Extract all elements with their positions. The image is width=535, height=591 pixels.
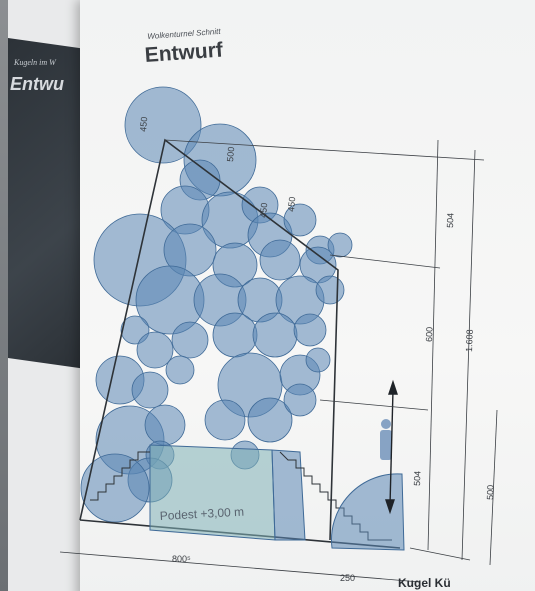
sphere-cluster: [80, 86, 353, 523]
sphere: [171, 321, 209, 359]
sphere: [315, 275, 345, 305]
sphere: [305, 347, 331, 373]
stair-steps-left: [90, 451, 150, 501]
dim-top-small: 450: [138, 116, 149, 132]
dim-top-c: 450: [286, 196, 297, 212]
height-arrow: [385, 379, 398, 515]
sphere: [212, 312, 258, 358]
sphere: [144, 404, 186, 446]
book-heading: Entwu: [10, 74, 64, 94]
dim-top-a: 500: [225, 146, 236, 162]
sphere: [252, 312, 298, 358]
dim-right-500: 500: [485, 485, 496, 500]
stair-block: [271, 449, 306, 541]
book-caption: Kugeln im W: [14, 58, 56, 67]
dim-bottom-800: 800⁵: [172, 554, 191, 564]
sphere: [283, 203, 317, 237]
sphere: [204, 399, 246, 441]
dim-right-504-bottom: 504: [412, 471, 423, 486]
sphere: [124, 86, 202, 164]
dimension-lines: [59, 139, 498, 583]
sphere: [247, 397, 293, 443]
sphere: [259, 239, 301, 281]
sphere: [293, 313, 327, 347]
sphere: [327, 232, 353, 258]
person-figure: [380, 419, 392, 460]
dim-right-504-top: 504: [445, 213, 456, 228]
dim-right-600: 600: [424, 327, 435, 342]
sphere: [80, 453, 150, 523]
podest-label: Podest +3,00 m: [159, 505, 244, 523]
sphere: [283, 383, 317, 417]
podest-block: [149, 444, 276, 541]
kugel-dome: [331, 473, 405, 551]
sphere: [165, 355, 195, 385]
sphere: [131, 371, 169, 409]
dim-bottom-250: 250: [340, 573, 355, 583]
dim-top-b: 450: [258, 202, 269, 218]
kugel-label: Kugel Kü: [398, 576, 451, 590]
dim-right-1608: 1.608: [464, 329, 475, 352]
sphere: [136, 331, 174, 369]
